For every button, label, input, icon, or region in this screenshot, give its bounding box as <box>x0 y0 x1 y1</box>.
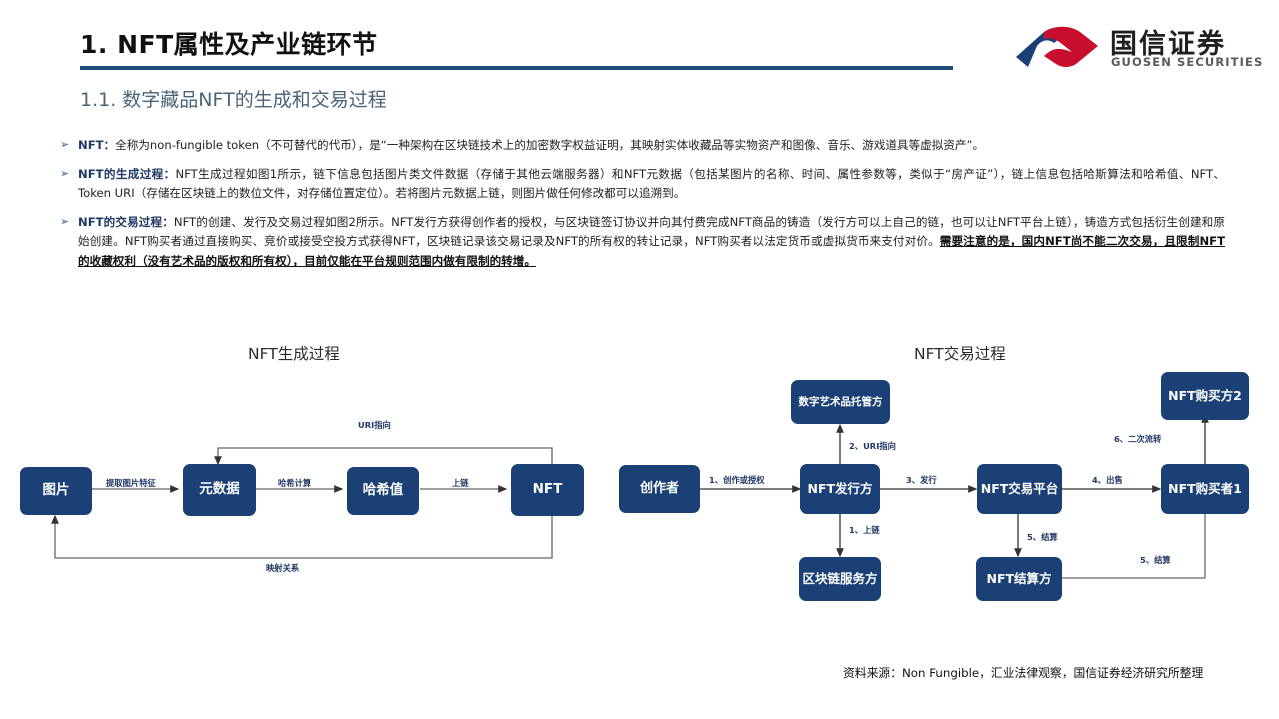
bullet-body: NFT生成过程如图1所示，链下信息包括图片类文件数据（存储于其他云端服务器）和N… <box>78 166 1225 201</box>
edge-buyer1-settle <box>1062 512 1206 579</box>
edge-label-resale: 6、二次流转 <box>1114 434 1162 444</box>
page-title: 1. NFT属性及产业链环节 <box>80 30 378 59</box>
bullet-arrow-icon: ➢ <box>60 138 70 151</box>
edge-label-mapping: 映射关系 <box>266 563 300 573</box>
bullet-arrow-icon: ➢ <box>60 166 70 180</box>
bullet-emphasis: 需要注意的是，国内NFT尚不能二次交易，且限制NFT的收藏权利（没有艺术品的版权… <box>78 234 1225 268</box>
bullet-body: 全称为non-fungible token（不可替代的代币），是“一种架构在区块… <box>115 138 985 152</box>
bullet-lead: NFT的生成过程： <box>78 166 176 181</box>
bullet-list: ➢ NFT：全称为non-fungible token（不可替代的代币），是“一… <box>60 136 1225 280</box>
diagram-right-title: NFT交易过程 <box>914 345 1006 363</box>
node-custodian[interactable]: 数字艺术品托管方 <box>791 380 890 424</box>
list-item: ➢ NFT的交易过程：NFT的创建、发行及交易过程如图2所示。NFT发行方获得创… <box>60 213 1225 272</box>
edge-label-issue: 3、发行 <box>906 475 937 485</box>
edge-label-settle-platform: 5、结算 <box>1027 532 1058 542</box>
node-nft[interactable]: NFT <box>511 464 584 516</box>
edge-label-settle-buyer: 5、结算 <box>1140 555 1171 565</box>
logo-text-cn: 国信证券 <box>1110 29 1226 60</box>
bullet-lead: NFT的交易过程： <box>78 214 174 229</box>
bullet-lead: NFT： <box>78 138 116 152</box>
edge-uri-pointer <box>214 447 553 466</box>
guosen-logo-icon <box>1016 26 1098 67</box>
title-divider <box>80 66 953 70</box>
bullet-text: NFT的交易过程：NFT的创建、发行及交易过程如图2所示。NFT发行方获得创作者… <box>78 213 1225 272</box>
edge-label-on-chain: 上链 <box>452 478 469 488</box>
node-chain[interactable]: 区块链服务方 <box>799 557 881 601</box>
node-issuer[interactable]: NFT发行方 <box>800 464 880 514</box>
node-creator[interactable]: 创作者 <box>619 465 700 513</box>
bullet-text: NFT：全称为non-fungible token（不可替代的代币），是“一种架… <box>78 136 1225 156</box>
bullet-body: NFT的创建、发行及交易过程如图2所示。NFT发行方获得创作者的授权，与区块链签… <box>78 214 1225 249</box>
bullet-arrow-icon: ➢ <box>60 214 70 228</box>
node-buyer1[interactable]: NFT购买者1 <box>1161 464 1249 514</box>
edge-label-uri-pointer: URI指向 <box>358 420 391 430</box>
source-note: 资料来源：Non Fungible，汇业法律观察，国信证券经济研究所整理 <box>843 666 1204 680</box>
edge-label-sell: 4、出售 <box>1092 475 1123 485</box>
edge-mapping <box>51 512 553 559</box>
section-subtitle: 1.1. 数字藏品NFT的生成和交易过程 <box>80 89 387 111</box>
bullet-text: NFT的生成过程：NFT生成过程如图1所示，链下信息包括图片类文件数据（存储于其… <box>78 165 1225 204</box>
node-buyer2[interactable]: NFT购买方2 <box>1161 372 1249 420</box>
node-image[interactable]: 图片 <box>20 467 92 515</box>
node-metadata[interactable]: 元数据 <box>183 464 256 516</box>
node-settle[interactable]: NFT结算方 <box>976 557 1062 601</box>
edge-label-on-chain: 1、上链 <box>849 525 880 535</box>
node-platform[interactable]: NFT交易平台 <box>977 464 1062 514</box>
edge-label-uri-pointer: 2、URI指向 <box>849 441 896 451</box>
list-item: ➢ NFT：全称为non-fungible token（不可替代的代币），是“一… <box>60 136 1225 156</box>
edge-label-hash-calc: 哈希计算 <box>278 478 312 488</box>
list-item: ➢ NFT的生成过程：NFT生成过程如图1所示，链下信息包括图片类文件数据（存储… <box>60 165 1225 204</box>
edge-label-create-authorize: 1、创作或授权 <box>709 475 765 485</box>
company-logo: 国信证券 GUOSEN SECURITIES <box>1014 22 1262 74</box>
diagram-left-title: NFT生成过程 <box>248 345 340 363</box>
node-hash[interactable]: 哈希值 <box>347 467 419 515</box>
logo-text-en: GUOSEN SECURITIES <box>1111 55 1264 69</box>
edge-label-extract-features: 提取图片特征 <box>106 478 156 488</box>
